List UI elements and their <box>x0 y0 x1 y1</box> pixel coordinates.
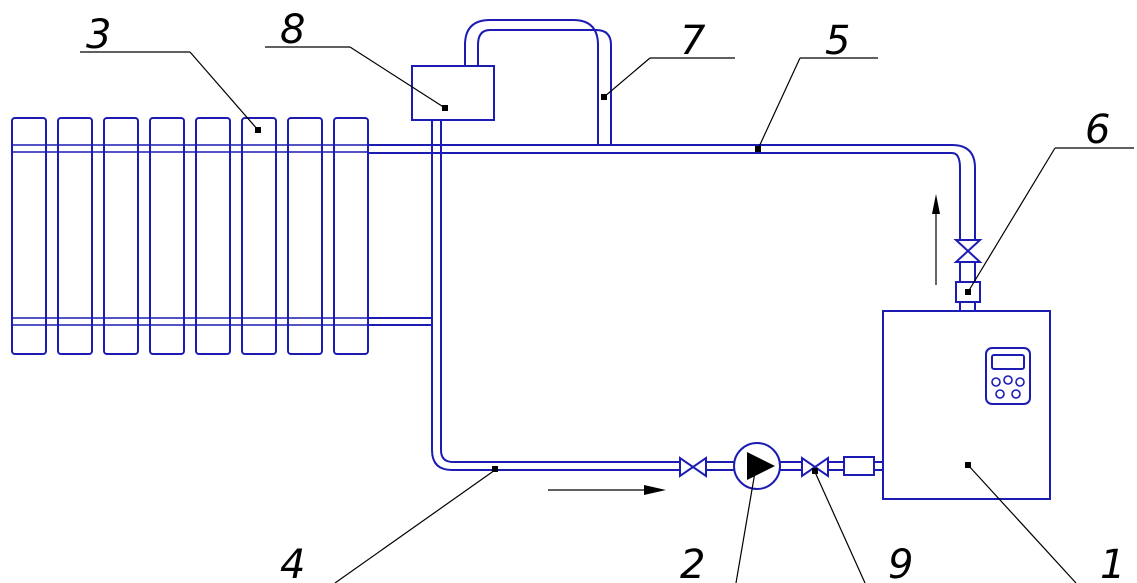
pump <box>733 442 781 490</box>
supply-pipe <box>368 144 976 240</box>
supply-pipe-segment-2 <box>959 302 976 311</box>
return-pipe-segment-3 <box>828 461 844 471</box>
supply-pipe-segment <box>959 262 976 282</box>
callout-sensor: 6 <box>1085 107 1110 153</box>
return-pipe-segment-2 <box>780 461 802 471</box>
valve <box>801 456 829 478</box>
filter <box>843 456 883 476</box>
return-pipe <box>368 120 680 471</box>
callout-boiler: 1 <box>1100 542 1125 583</box>
callout-pump: 2 <box>680 542 705 583</box>
expansion-tank <box>411 65 495 121</box>
flow-arrow-right <box>548 485 666 495</box>
radiator <box>11 117 369 355</box>
callout-vent-pipe: 7 <box>680 18 706 64</box>
callout-return-pipe: 4 <box>280 542 305 583</box>
flow-arrow-up <box>932 194 940 285</box>
vent-pipe <box>464 19 612 145</box>
callout-valve: 9 <box>888 542 913 583</box>
leader-lines <box>80 46 1134 583</box>
supply-valve <box>953 239 983 263</box>
boiler <box>882 310 1051 500</box>
callout-supply-pipe: 5 <box>825 18 850 64</box>
callout-expansion-tank: 8 <box>280 7 305 53</box>
callout-radiator: 3 <box>86 12 111 58</box>
return-pipe-segment <box>706 461 734 471</box>
valve-left <box>679 456 707 478</box>
boiler-control-panel <box>985 347 1031 405</box>
